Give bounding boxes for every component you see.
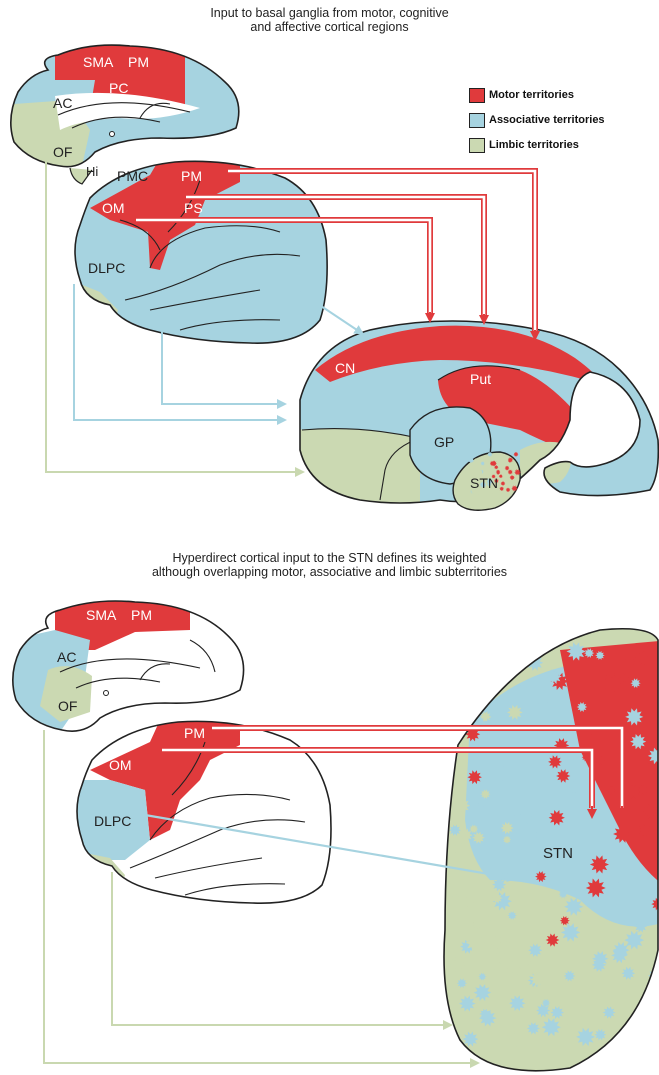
bottom-caption-line2: although overlapping motor, associative … bbox=[0, 565, 659, 579]
top-medial-brain: SMA PM PC AC OF Hi bbox=[0, 30, 260, 184]
stn-cell-dot bbox=[482, 682, 494, 693]
bottom-medial-commissure bbox=[104, 691, 109, 696]
label-ac-top: AC bbox=[53, 95, 72, 111]
legend-label-associative: Associative territories bbox=[489, 114, 605, 126]
stn-cell-dot bbox=[511, 656, 524, 669]
bottom-caption-line1: Hyperdirect cortical input to the STN de… bbox=[0, 551, 659, 565]
bottom-caption: Hyperdirect cortical input to the STN de… bbox=[0, 551, 659, 579]
legend-swatch-associative bbox=[469, 113, 485, 128]
legend-label-motor: Motor territories bbox=[489, 89, 574, 101]
label-om-bottom: OM bbox=[109, 757, 132, 773]
top-medial-commissure bbox=[110, 132, 115, 137]
label-of-top: OF bbox=[53, 144, 72, 160]
label-dlpc-bottom: DLPC bbox=[94, 813, 131, 829]
label-pm-top-medial: PM bbox=[128, 54, 149, 70]
top-caption: Input to basal ganglia from motor, cogni… bbox=[0, 6, 659, 34]
label-pmc-top: PMC bbox=[117, 168, 148, 184]
stn-cell-dot bbox=[652, 982, 659, 996]
label-ac-bottom: AC bbox=[57, 649, 76, 665]
bg-limbic-region bbox=[290, 429, 420, 510]
stn-cell-dot bbox=[465, 695, 484, 713]
legend-swatch-limbic bbox=[469, 138, 485, 153]
legend-item-associative: Associative territories bbox=[469, 111, 605, 129]
label-sma-bottom: SMA bbox=[86, 607, 117, 623]
legend-item-limbic: Limbic territories bbox=[469, 136, 605, 154]
label-stn-top: STN bbox=[470, 475, 498, 491]
label-sma-top: SMA bbox=[83, 54, 114, 70]
stn-cell-dot bbox=[499, 665, 511, 677]
label-of-bottom: OF bbox=[58, 698, 77, 714]
label-hi-top: Hi bbox=[86, 164, 98, 179]
stn-cell-dot bbox=[446, 679, 466, 698]
label-ps-top: PS bbox=[184, 200, 203, 216]
label-pc-top: PC bbox=[109, 80, 128, 96]
label-pm-bottom-medial: PM bbox=[131, 607, 152, 623]
label-om-top: OM bbox=[102, 200, 125, 216]
label-put: Put bbox=[470, 371, 491, 387]
label-dlpc-top: DLPC bbox=[88, 260, 125, 276]
legend-label-limbic: Limbic territories bbox=[489, 139, 579, 151]
top-caption-line1: Input to basal ganglia from motor, cogni… bbox=[0, 6, 659, 20]
top-lateral-brain: PMC PM OM PS DLPC bbox=[60, 150, 340, 360]
stn-cell-dot bbox=[467, 703, 476, 712]
stn-cell-dot bbox=[467, 644, 481, 657]
label-pm-top-lateral: PM bbox=[181, 168, 202, 184]
bottom-lateral-brain: PM OM DLPC bbox=[60, 710, 350, 920]
legend-item-motor: Motor territories bbox=[469, 86, 605, 104]
label-pm-bottom-lateral: PM bbox=[184, 725, 205, 741]
legend-swatch-motor bbox=[469, 88, 485, 103]
label-cn: CN bbox=[335, 360, 355, 376]
legend: Motor territories Associative territorie… bbox=[469, 86, 605, 161]
label-gp: GP bbox=[434, 434, 454, 450]
bottom-medial-brain: SMA PM AC OF bbox=[0, 590, 260, 740]
stn-cell-dot bbox=[476, 652, 484, 660]
top-basal-ganglia: CN Put GP STN bbox=[290, 310, 659, 520]
stn-cell-dot bbox=[648, 1009, 659, 1024]
stn-cell-dot bbox=[646, 998, 659, 1011]
label-stn-bottom: STN bbox=[543, 845, 573, 862]
bottom-stn-enlarged: STN bbox=[430, 620, 659, 1075]
stn-cell-dot bbox=[451, 695, 465, 708]
top-caption-line2: and affective cortical regions bbox=[0, 20, 659, 34]
